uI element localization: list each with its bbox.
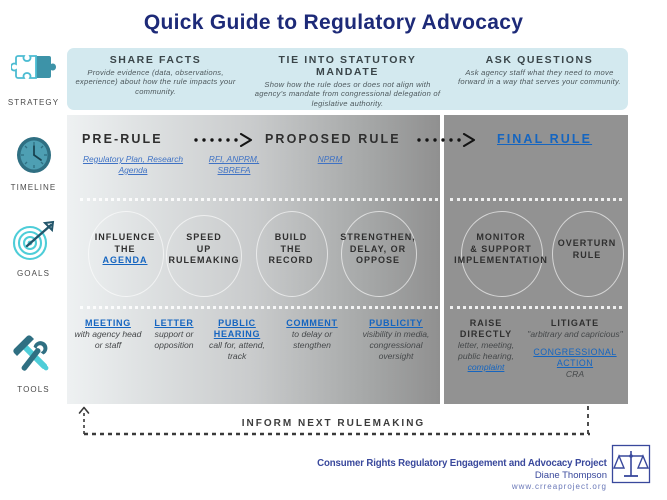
goal-build-the-record: BUILD THE RECORD (253, 232, 329, 267)
goal-influence-agenda[interactable]: INFLUENCE THE AGENDA (80, 232, 170, 267)
strategy-body: Provide evidence (data, observations, ex… (75, 68, 236, 96)
clock-icon (0, 133, 67, 182)
goal-strengthen-delay-oppose: STRENGTHEN, DELAY, OR OPPOSE (334, 232, 422, 267)
tool-meeting[interactable]: MEETING with agency head or staff (74, 318, 142, 351)
goal-line: IMPLEMENTATION (454, 255, 548, 265)
timeline-link-text[interactable]: RFI, ANPRM, SBREFA (208, 154, 260, 175)
goal-line: & SUPPORT (470, 243, 532, 254)
rail-item-strategy: STRATEGY (0, 52, 67, 107)
goal-line: STRENGTHEN, (340, 232, 416, 242)
footer-url[interactable]: www.crreaproject.org (511, 482, 607, 491)
tool-head-public-hearing[interactable]: PUBLIC HEARING (213, 318, 261, 339)
separator-goals-tools-right (450, 306, 622, 309)
strategy-body: Show how the rule does or does not align… (254, 80, 441, 108)
scales-of-justice-icon (611, 444, 651, 489)
separator-timeline-goals-left (80, 198, 438, 201)
separator-timeline-goals-right (450, 198, 622, 201)
timeline-link-text[interactable]: Regulatory Plan, Research Agenda (82, 154, 184, 175)
strategy-band: SHARE FACTS Provide evidence (data, obse… (67, 48, 628, 110)
goal-speed-up-rulemaking: SPEED UP RULEMAKING (158, 232, 250, 267)
tool-head-litigate: LITIGATE (550, 318, 600, 328)
timeline-link-pre-rule[interactable]: Regulatory Plan, Research Agenda (78, 154, 188, 176)
tool-head-raise-directly: RAISE DIRECTLY (459, 318, 513, 339)
timeline-stage-pre-rule[interactable]: PRE-RULE (82, 132, 163, 146)
tool-body-publicity: visibility in media, congressional overs… (362, 329, 430, 361)
tool-raise-directly: RAISE DIRECTLY letter, meeting, public h… (452, 318, 520, 373)
goal-ellipse-5 (461, 211, 543, 297)
hammer-wrench-icon (0, 333, 67, 384)
goal-ellipse-2 (166, 215, 242, 297)
strategy-title: TIE INTO STATUTORY MANDATE (278, 54, 417, 78)
goal-line: UP (196, 243, 212, 254)
tool-letter[interactable]: LETTER support or opposition (140, 318, 208, 351)
tool-publicity[interactable]: PUBLICITY visibility in media, congressi… (354, 318, 438, 362)
tool-body-cra: CRA (565, 369, 585, 379)
tool-body-litigate: "arbitrary and capricious" (527, 329, 623, 339)
tool-litigate: LITIGATE "arbitrary and capricious" CONG… (526, 318, 624, 380)
timeline-link-text[interactable]: NPRM (317, 154, 343, 164)
goal-ellipse-4 (341, 211, 417, 297)
rail-label-timeline: TIMELINE (10, 183, 57, 192)
timeline-stage-final-rule[interactable]: FINAL RULE (497, 132, 593, 146)
goal-link-agenda[interactable]: AGENDA (102, 255, 148, 265)
goal-line: RECORD (268, 255, 314, 265)
strategy-column-ask-questions: ASK QUESTIONS Ask agency staff what they… (451, 48, 628, 110)
tool-body-raise-directly: letter, meeting, public hearing, (457, 340, 515, 361)
rail-item-goals: GOALS (0, 219, 67, 278)
rail-item-tools: TOOLS (0, 333, 67, 394)
goal-ellipse-3 (256, 211, 328, 297)
strategy-title: SHARE FACTS (109, 54, 202, 66)
feedback-loop-label: INFORM NEXT RULEMAKING (241, 418, 426, 429)
goal-ellipse-1 (88, 211, 164, 297)
goal-line: OPPOSE (355, 255, 400, 265)
separator-goals-tools-left (80, 306, 438, 309)
goal-line: BUILD (274, 232, 308, 242)
rail-label-goals: GOALS (16, 269, 51, 278)
strategy-body: Ask agency staff what they need to move … (458, 68, 621, 87)
tool-body-public-hearing: call for, attend, track (209, 340, 265, 361)
rail-item-timeline: TIMELINE (0, 133, 67, 192)
goal-monitor-support-implementation: MONITOR & SUPPORT IMPLEMENTATION (444, 232, 558, 267)
goal-line: MONITOR (476, 232, 526, 242)
tool-link-complaint[interactable]: complaint (467, 362, 505, 372)
rail-label-strategy: STRATEGY (7, 98, 60, 107)
tool-head-comment[interactable]: COMMENT (286, 318, 338, 328)
goal-line: THE (280, 243, 302, 254)
timeline-link-nprm[interactable]: NPRM (300, 154, 360, 165)
goal-line: INFLUENCE (94, 232, 156, 242)
tool-public-hearing[interactable]: PUBLIC HEARING call for, attend, track (206, 318, 268, 362)
strategy-column-statutory-mandate: TIE INTO STATUTORY MANDATE Show how the … (244, 48, 451, 110)
footer-org-name: Consumer Rights Regulatory Engagement an… (317, 457, 607, 469)
strategy-column-share-facts: SHARE FACTS Provide evidence (data, obse… (67, 48, 244, 110)
tool-body-meeting: with agency head or staff (74, 329, 142, 350)
strategy-title: ASK QUESTIONS (485, 54, 594, 66)
goal-ellipse-6 (552, 211, 624, 297)
goal-line: RULEMAKING (168, 255, 240, 265)
tool-head-letter[interactable]: LETTER (154, 318, 194, 328)
timeline-link-proposed-docs[interactable]: RFI, ANPRM, SBREFA (198, 154, 270, 176)
tool-body-letter: support or opposition (154, 329, 194, 350)
tool-head-publicity[interactable]: PUBLICITY (369, 318, 423, 328)
goal-line: DELAY, OR (349, 243, 407, 254)
goal-line: OVERTURN (557, 238, 617, 248)
goal-overturn-rule: OVERTURN RULE (552, 238, 622, 261)
rail-label-tools: TOOLS (17, 385, 50, 394)
feedback-loop-icon (78, 404, 598, 445)
goal-line: RULE (572, 249, 602, 260)
goal-line: SPEED (186, 232, 222, 242)
puzzle-piece-icon (0, 52, 67, 97)
tool-comment[interactable]: COMMENT to delay or stengthen (274, 318, 350, 351)
dotted-arrow-icon-2 (416, 132, 476, 152)
tool-link-congressional-action[interactable]: CONGRESSIONAL ACTION (533, 347, 617, 368)
tool-head-meeting[interactable]: MEETING (85, 318, 131, 328)
page-title: Quick Guide to Regulatory Advocacy (143, 11, 524, 34)
goal-line: THE (114, 243, 136, 254)
dotted-arrow-icon-1 (193, 132, 253, 152)
target-arrow-icon (0, 219, 67, 268)
tool-body-comment: to delay or stengthen (291, 329, 333, 350)
footer-person: Diane Thompson (534, 470, 607, 481)
footer: Consumer Rights Regulatory Engagement an… (292, 444, 651, 491)
timeline-stage-proposed-rule[interactable]: PROPOSED RULE (265, 132, 401, 146)
